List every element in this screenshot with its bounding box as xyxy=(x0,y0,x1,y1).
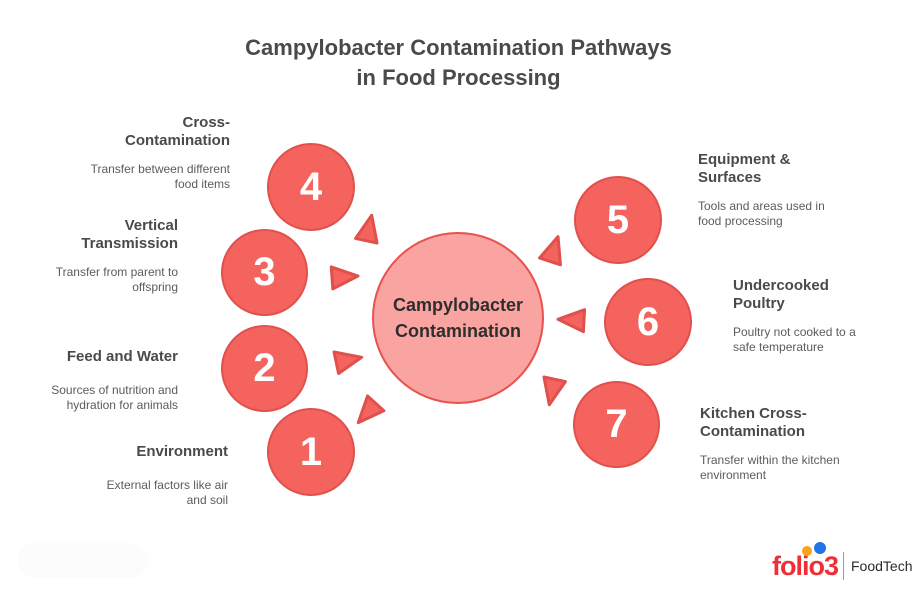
node-3-textblock: Vertical Transmission Transfer from pare… xyxy=(50,217,178,294)
node-4-title: Cross-Contamination xyxy=(125,114,230,149)
node-6-title: Undercooked Poultry xyxy=(733,277,829,312)
node-5-number: 5 xyxy=(606,197,630,242)
node-4-circle: 4 xyxy=(267,143,355,231)
node-1-description: External factors like air and soil xyxy=(106,478,228,507)
node-1-textblock: Environment External factors like air an… xyxy=(88,443,228,507)
node-7-title: Kitchen Cross-Contamination xyxy=(700,405,807,440)
center-label-line1: Campylobacter xyxy=(392,295,524,315)
arrow-icon-7 xyxy=(534,372,570,411)
logo-division-text: FoodTech xyxy=(851,558,913,574)
center-label-line2: Contamination xyxy=(394,321,521,341)
node-6-textblock: Undercooked Poultry Poultry not cooked t… xyxy=(733,277,866,354)
logo-brand-wrap: folio3 xyxy=(772,541,839,582)
page-title: Campylobacter Contamination Pathways in … xyxy=(0,33,917,93)
faint-watermark xyxy=(18,543,148,578)
arrow-icon-5 xyxy=(534,228,573,270)
node-3-circle: 3 xyxy=(221,229,308,316)
node-4-description: Transfer between different food items xyxy=(90,162,230,191)
node-6-circle: 6 xyxy=(604,278,692,366)
node-4-number: 4 xyxy=(299,164,323,209)
page-title-line1: Campylobacter Contamination Pathways xyxy=(245,35,672,60)
node-5-description: Tools and areas used in food processing xyxy=(698,199,825,228)
node-2-textblock: Feed and Water Sources of nutrition and … xyxy=(44,348,178,412)
node-4-textblock: Cross-Contamination Transfer between dif… xyxy=(85,114,230,191)
node-6-number: 6 xyxy=(636,299,660,344)
arrow-icon-3 xyxy=(327,261,363,293)
node-5-title: Equipment & Surfaces xyxy=(698,151,791,186)
node-1-circle: 1 xyxy=(267,408,355,496)
node-2-number: 2 xyxy=(253,346,276,390)
node-1-title: Environment xyxy=(136,443,228,460)
center-node: Campylobacter Contamination xyxy=(372,232,544,404)
logo-brand-text: folio3 xyxy=(772,550,839,581)
logo-orange-dot-icon xyxy=(802,545,812,556)
arrow-icon-6 xyxy=(553,304,589,336)
arrow-icon-2 xyxy=(329,342,368,378)
folio3-logo: folio3 FoodTech xyxy=(772,541,913,584)
node-7-textblock: Kitchen Cross-Contamination Transfer wit… xyxy=(700,405,850,482)
node-5-circle: 5 xyxy=(574,176,662,264)
logo-blue-dot-icon xyxy=(814,541,826,554)
node-1-number: 1 xyxy=(299,429,323,474)
node-3-title: Vertical Transmission xyxy=(81,217,178,252)
node-7-circle: 7 xyxy=(573,381,660,468)
page-title-line2: in Food Processing xyxy=(356,65,561,90)
center-node-label: Campylobacter Contamination xyxy=(393,292,523,344)
arrow-icon-4 xyxy=(351,208,387,247)
node-3-description: Transfer from parent to offspring xyxy=(55,265,178,294)
node-6-description: Poultry not cooked to a safe temperature xyxy=(733,325,856,354)
node-2-circle: 2 xyxy=(221,325,308,412)
node-5-textblock: Equipment & Surfaces Tools and areas use… xyxy=(698,151,838,228)
node-2-description: Sources of nutrition and hydration for a… xyxy=(51,383,178,412)
arrow-icon-1 xyxy=(344,390,389,435)
node-7-description: Transfer within the kitchen environment xyxy=(700,453,840,482)
node-7-number: 7 xyxy=(605,402,628,446)
logo-divider xyxy=(843,552,844,580)
node-2-title: Feed and Water xyxy=(66,348,178,365)
node-3-number: 3 xyxy=(253,250,276,294)
